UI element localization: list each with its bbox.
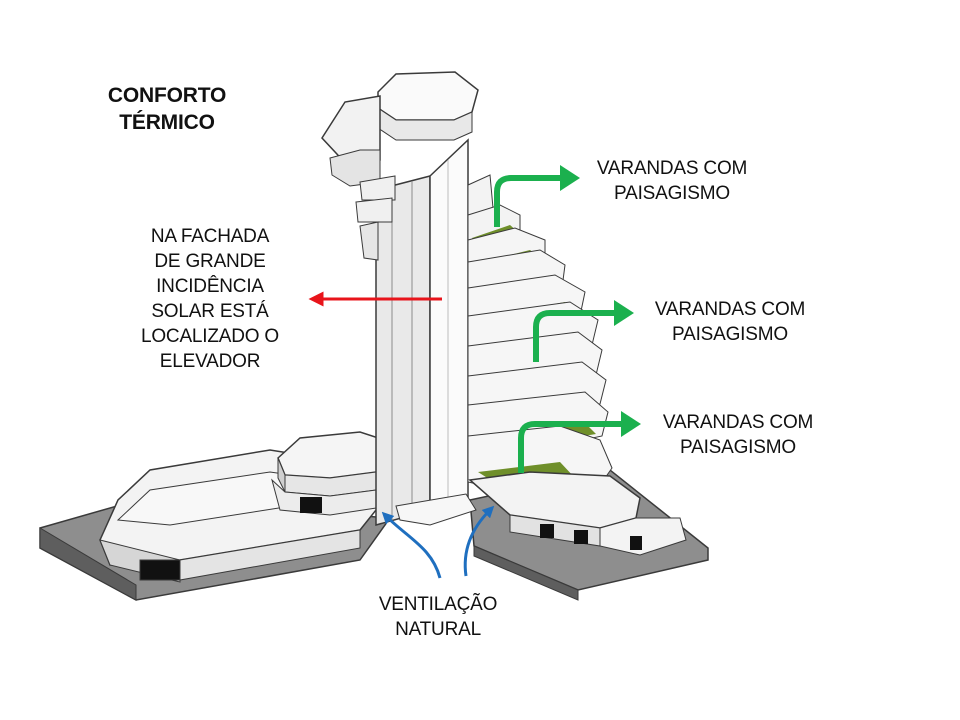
elevator-note-line: ELEVADOR (159, 351, 261, 372)
balcony-label-line: PAISAGISMO (614, 183, 730, 204)
elevator-note: NA FACHADA DE GRANDE INCIDÊNCIA SOLAR ES… (110, 224, 310, 374)
balcony-label-line: VARANDAS COM (662, 412, 814, 433)
balcony-label: VARANDAS COM PAISAGISMO (572, 156, 772, 206)
balcony-label-line: VARANDAS COM (654, 299, 806, 320)
elevator-note-line: NA FACHADA (150, 226, 270, 247)
wind-arrow-left (381, 511, 442, 579)
podium-right (468, 471, 687, 556)
balcony-arrow-3 (518, 411, 641, 473)
balcony-label-line: PAISAGISMO (672, 324, 788, 345)
ventilation-label: VENTILAÇÃO NATURAL (338, 592, 538, 642)
elevator-note-line: SOLAR ESTÁ (151, 301, 269, 322)
ventilation-label-line: VENTILAÇÃO (378, 594, 498, 615)
elevator-note-line: INCIDÊNCIA (156, 276, 264, 297)
balcony-arrow-2 (533, 300, 634, 362)
ventilation-label-line: NATURAL (395, 619, 481, 640)
balcony-label: VARANDAS COM PAISAGISMO (630, 297, 830, 347)
title-line: CONFORTO (107, 84, 227, 107)
wind-arrow-right (463, 505, 495, 577)
diagram-title: CONFORTO TÉRMICO (82, 82, 252, 136)
title-line: TÉRMICO (119, 111, 215, 134)
balcony-label: VARANDAS COM PAISAGISMO (638, 410, 838, 460)
balcony-stack (467, 174, 687, 556)
balcony-label-line: PAISAGISMO (680, 437, 796, 458)
podium-left (99, 431, 401, 583)
tower-core (321, 71, 479, 526)
elevator-note-line: DE GRANDE (154, 251, 266, 272)
balcony-arrow-1 (494, 165, 580, 227)
elevator-note-line: LOCALIZADO O (140, 326, 280, 347)
balcony-label-line: VARANDAS COM (596, 158, 748, 179)
